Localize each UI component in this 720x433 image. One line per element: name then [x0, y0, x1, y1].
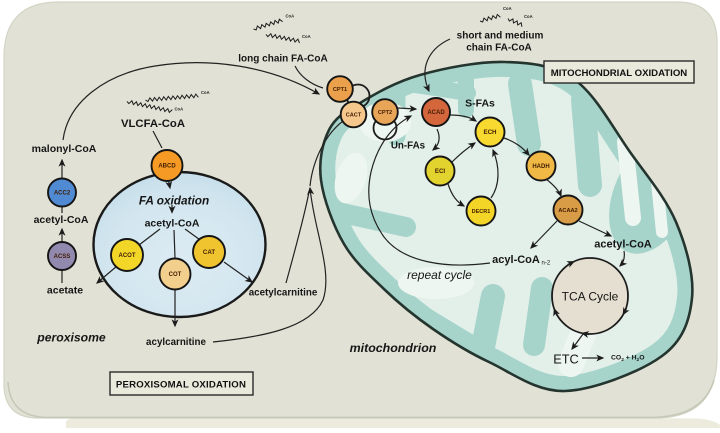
svg-text:ACSS: ACSS: [54, 254, 71, 260]
svg-text:acetyl-CoA: acetyl-CoA: [34, 214, 89, 226]
svg-text:long chain FA-CoA: long chain FA-CoA: [238, 54, 327, 65]
svg-text:Un-FAs: Un-FAs: [391, 141, 426, 152]
svg-text:CO2 + H2O: CO2 + H2O: [611, 355, 645, 364]
svg-text:ACAA2: ACAA2: [558, 208, 577, 214]
svg-text:HADH: HADH: [532, 164, 549, 170]
svg-text:acyl-CoA: acyl-CoA: [492, 254, 540, 266]
svg-text:ETC: ETC: [553, 352, 579, 367]
svg-text:acetylcarnitine: acetylcarnitine: [249, 288, 318, 299]
svg-text:ABCD: ABCD: [158, 164, 176, 170]
svg-text:ACC2: ACC2: [54, 191, 71, 197]
svg-text:CoA: CoA: [175, 107, 184, 112]
svg-text:CoA: CoA: [286, 14, 295, 19]
svg-text:acylcarnitine: acylcarnitine: [146, 337, 206, 348]
svg-text:S-FAs: S-FAs: [465, 98, 495, 110]
svg-text:short and medium: short and medium: [457, 31, 544, 42]
svg-text:CoA: CoA: [524, 14, 533, 19]
svg-text:CACT: CACT: [346, 113, 362, 119]
svg-text:CoA: CoA: [302, 34, 311, 39]
svg-text:FA oxidation: FA oxidation: [139, 194, 209, 208]
svg-text:acetyl-CoA: acetyl-CoA: [145, 218, 200, 230]
svg-text:MITOCHONDRIAL OXIDATION: MITOCHONDRIAL OXIDATION: [551, 68, 688, 79]
svg-text:CPT2: CPT2: [378, 110, 392, 116]
svg-text:ACOT: ACOT: [119, 253, 136, 259]
svg-text:malonyl-CoA: malonyl-CoA: [32, 143, 97, 155]
svg-text:n-2: n-2: [542, 261, 551, 267]
svg-text:ACAD: ACAD: [427, 110, 445, 116]
svg-text:DECR1: DECR1: [472, 209, 491, 215]
svg-text:VLCFA-CoA: VLCFA-CoA: [121, 118, 185, 130]
svg-text:acetate: acetate: [47, 285, 83, 297]
svg-text:ECH: ECH: [483, 129, 497, 136]
svg-text:chain FA-CoA: chain FA-CoA: [466, 43, 532, 54]
svg-text:mitochondrion: mitochondrion: [350, 341, 437, 355]
svg-text:TCA Cycle: TCA Cycle: [562, 290, 619, 304]
svg-text:peroxisome: peroxisome: [36, 331, 106, 345]
svg-text:CoA: CoA: [201, 90, 210, 95]
svg-text:CoA: CoA: [503, 6, 512, 11]
svg-text:CAT: CAT: [203, 249, 215, 256]
svg-text:acetyl-CoA: acetyl-CoA: [594, 239, 652, 251]
svg-text:COT: COT: [169, 272, 182, 278]
svg-text:ECI: ECI: [435, 168, 446, 175]
svg-text:CPT1: CPT1: [333, 87, 347, 93]
svg-text:PEROXISOMAL OXIDATION: PEROXISOMAL OXIDATION: [116, 380, 246, 391]
svg-text:repeat cycle: repeat cycle: [407, 268, 472, 282]
